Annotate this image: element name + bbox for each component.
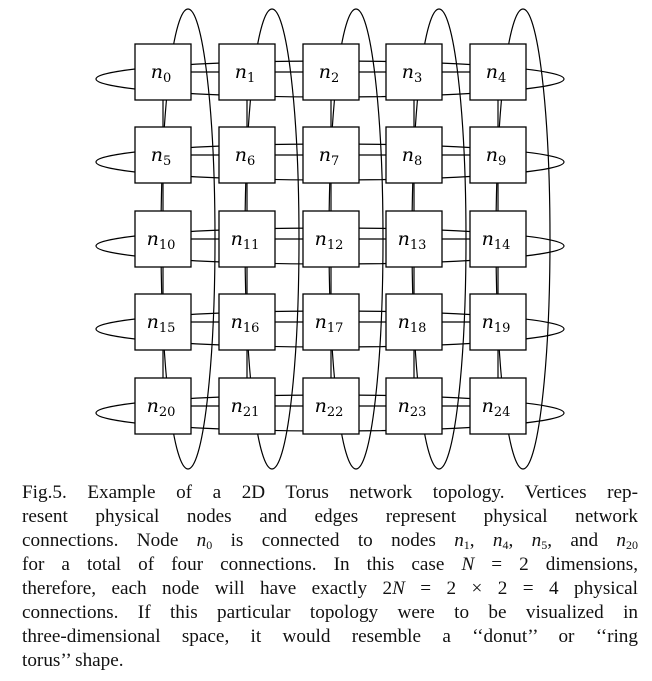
node-label: n9 xyxy=(486,144,507,169)
node-16: n16 xyxy=(218,293,276,351)
caption-line-8: torus’’ shape. xyxy=(22,650,124,671)
node-13: n13 xyxy=(385,210,443,268)
node-box xyxy=(134,293,192,351)
node-box xyxy=(385,43,443,101)
node-6: n6 xyxy=(218,126,276,184)
node-label: n21 xyxy=(231,395,260,420)
node-box xyxy=(469,293,527,351)
nodes: n0 n1 n2 n3 n4 n5 n6 n7 n8 n9 n10 n11 n12 n13 n14 n15 n1… xyxy=(134,43,527,435)
node-box xyxy=(469,126,527,184)
node-box xyxy=(469,377,527,435)
node-label: n0 xyxy=(151,61,172,86)
node-label: n2 xyxy=(319,61,340,86)
caption-line-4: for a total of four connections. In this… xyxy=(22,554,639,575)
node-box xyxy=(385,210,443,268)
node-label: n8 xyxy=(402,144,423,169)
node-label: n17 xyxy=(315,311,344,336)
node-box xyxy=(218,293,276,351)
node-label: n15 xyxy=(147,311,176,336)
node-box xyxy=(469,210,527,268)
node-label: n13 xyxy=(398,228,427,253)
node-box xyxy=(385,126,443,184)
node-box xyxy=(302,377,360,435)
node-label: n18 xyxy=(398,311,427,336)
node-22: n22 xyxy=(302,377,360,435)
node-box xyxy=(469,43,527,101)
node-5: n5 xyxy=(134,126,192,184)
caption-line-1: Fig.5. Example of a 2D Torus network top… xyxy=(22,482,638,503)
caption-line-7: three-dimensional space, it would resemb… xyxy=(22,626,638,647)
node-3: n3 xyxy=(385,43,443,101)
node-7: n7 xyxy=(302,126,360,184)
node-label: n20 xyxy=(147,395,176,420)
node-18: n18 xyxy=(385,293,443,351)
node-box xyxy=(302,126,360,184)
node-10: n10 xyxy=(134,210,192,268)
node-0: n0 xyxy=(134,43,192,101)
node-box xyxy=(302,293,360,351)
node-label: n1 xyxy=(235,61,256,86)
node-box xyxy=(218,43,276,101)
node-15: n15 xyxy=(134,293,192,351)
caption-line-6: connections. If this particular topology… xyxy=(22,602,638,623)
caption-line-3: connections. Node n0 is connected to nod… xyxy=(22,530,639,552)
figure-caption: Fig.5. Example of a 2D Torus network top… xyxy=(22,481,638,673)
node-23: n23 xyxy=(385,377,443,435)
caption-line-2: resent physical nodes and edges represen… xyxy=(22,506,638,527)
node-box xyxy=(134,377,192,435)
node-box xyxy=(302,210,360,268)
node-label: n24 xyxy=(482,395,511,420)
node-label: n16 xyxy=(231,311,260,336)
node-12: n12 xyxy=(302,210,360,268)
node-label: n3 xyxy=(402,61,423,86)
node-21: n21 xyxy=(218,377,276,435)
node-24: n24 xyxy=(469,377,527,435)
node-label: n22 xyxy=(315,395,344,420)
node-19: n19 xyxy=(469,293,527,351)
node-box xyxy=(302,43,360,101)
node-label: n19 xyxy=(482,311,511,336)
node-box xyxy=(134,126,192,184)
node-8: n8 xyxy=(385,126,443,184)
node-box xyxy=(385,293,443,351)
node-17: n17 xyxy=(302,293,360,351)
node-label: n4 xyxy=(486,61,507,86)
node-11: n11 xyxy=(218,210,276,268)
torus-diagram: n0 n1 n2 n3 n4 n5 n6 n7 n8 n9 n10 n11 n12 n13 n14 n15 n1… xyxy=(95,8,565,470)
node-label: n7 xyxy=(319,144,340,169)
node-label: n14 xyxy=(482,228,511,253)
node-label: n6 xyxy=(235,144,256,169)
node-box xyxy=(385,377,443,435)
grid-links xyxy=(162,71,499,407)
node-2: n2 xyxy=(302,43,360,101)
node-4: n4 xyxy=(469,43,527,101)
node-label: n12 xyxy=(315,228,344,253)
caption-line-5: therefore, each node will have exactly 2… xyxy=(22,578,638,599)
node-box xyxy=(218,210,276,268)
node-box xyxy=(134,43,192,101)
node-9: n9 xyxy=(469,126,527,184)
node-label: n10 xyxy=(147,228,176,253)
node-box xyxy=(218,126,276,184)
node-box xyxy=(134,210,192,268)
node-14: n14 xyxy=(469,210,527,268)
node-1: n1 xyxy=(218,43,276,101)
node-label: n5 xyxy=(151,144,172,169)
node-box xyxy=(218,377,276,435)
node-label: n23 xyxy=(398,395,427,420)
node-label: n11 xyxy=(231,228,260,253)
node-20: n20 xyxy=(134,377,192,435)
